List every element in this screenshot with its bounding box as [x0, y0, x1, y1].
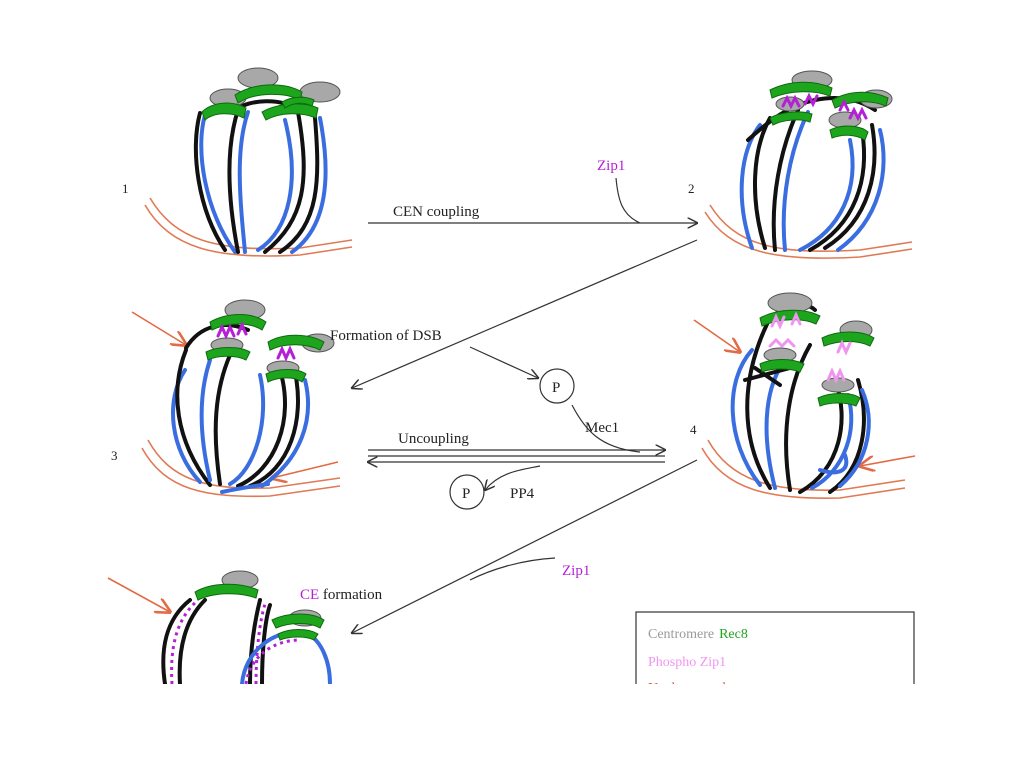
phosphate-circle	[449, 474, 485, 510]
orange-arrow-icon	[272, 461, 339, 478]
zip1-bottom-curve	[469, 557, 556, 581]
legend-phospho-zip1: Phospho Zip1	[648, 655, 726, 670]
orange-arrow-icon	[693, 319, 740, 352]
orange-arrow-icon	[107, 577, 170, 612]
dsb-arrow	[352, 239, 698, 388]
ce-suffix: formation	[319, 587, 382, 603]
rec8-icon	[759, 309, 821, 327]
zip1-curve	[615, 177, 641, 224]
rec8-icon	[265, 369, 307, 383]
orange-arrow-icon	[131, 311, 186, 345]
panel-2	[704, 70, 913, 259]
stage-4-number: 4	[690, 422, 697, 437]
p-branch-arrow	[469, 346, 538, 378]
cen-coupling-label: CEN coupling	[393, 204, 480, 220]
rec8-icon	[281, 96, 315, 109]
pp4-label: PP4	[510, 486, 535, 502]
legend-centromere: Centromere	[648, 627, 714, 642]
stage-2-number: 2	[688, 181, 695, 196]
rec8-icon	[271, 613, 325, 629]
rec8-icon	[201, 102, 247, 121]
labels: 1 2 3 4 CEN coupling Zip1 Formation of D…	[111, 158, 697, 603]
dsb-label: Formation of DSB	[330, 328, 442, 344]
stage-3-number: 3	[111, 448, 118, 463]
zip1-top-label: Zip1	[597, 158, 625, 174]
panel-1	[144, 67, 353, 257]
rec8-icon	[194, 583, 259, 601]
ce-formation-label: CE formation	[300, 587, 383, 603]
bottom-band	[0, 684, 1024, 767]
p-upper-label: P	[552, 380, 560, 396]
rec8-icon	[261, 103, 319, 121]
rec8-icon	[759, 359, 805, 373]
ce-arrow	[352, 459, 698, 633]
rec8-icon	[267, 334, 325, 351]
ce-prefix: CE	[300, 587, 319, 603]
legend-rec8: Rec8	[719, 627, 748, 642]
stage-1-number: 1	[122, 181, 129, 196]
transitions	[352, 177, 698, 633]
rec8-icon	[277, 629, 319, 641]
mec1-label: Mec1	[585, 420, 619, 436]
zip1-bottom-label: Zip1	[562, 563, 590, 579]
panel-3	[131, 299, 341, 498]
p-lower-label: P	[462, 486, 470, 502]
rec8-icon	[829, 125, 869, 141]
legend-line-1: Centromere Rec8	[648, 627, 748, 642]
rec8-icon	[205, 347, 251, 361]
rec8-icon	[769, 81, 833, 99]
rec8-icon	[821, 331, 875, 347]
mec1-curve	[571, 404, 641, 453]
rec8-icon	[769, 111, 813, 126]
rec8-icon	[817, 393, 861, 407]
phosphate-circle	[539, 368, 575, 404]
panel-4	[693, 292, 916, 500]
orange-arrow-icon	[860, 455, 916, 466]
uncoupling-label: Uncoupling	[398, 431, 469, 447]
panel-5	[107, 570, 332, 686]
pp4-curve	[485, 465, 541, 490]
